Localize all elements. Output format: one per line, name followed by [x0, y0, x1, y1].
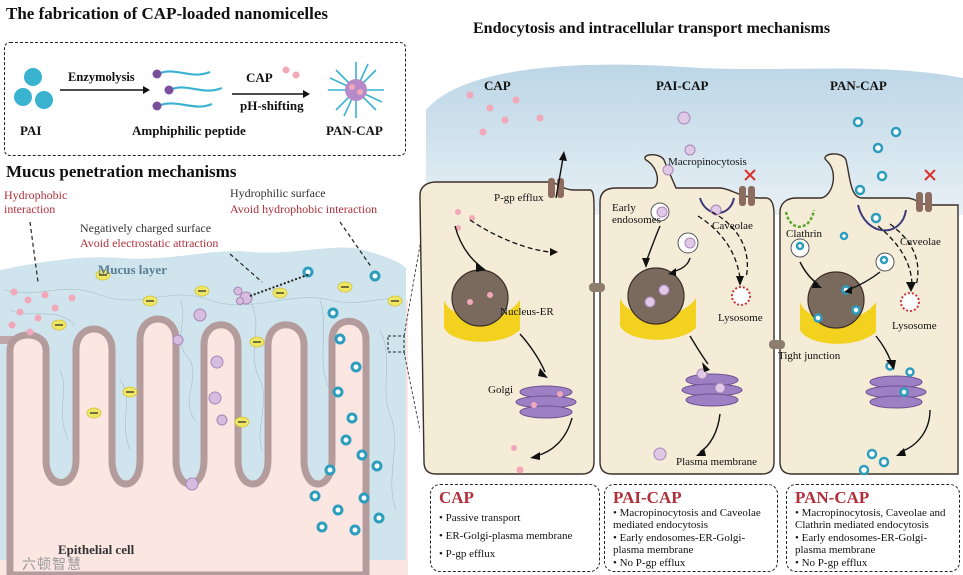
pan-cap-micelle-icon [328, 62, 384, 118]
neg-surface-label: Negatively charged surface [80, 221, 212, 235]
legend-pan-line: • Early endosomes-ER-Golgi- [795, 532, 928, 544]
avoid-electro-label: Avoid electrostatic attraction [80, 236, 219, 250]
hydrophilic-label: Hydrophilic surface [230, 186, 326, 200]
watermark-logo: 六顿智慧 [22, 557, 82, 573]
avoid-hydrophobic-label: Avoid hydrophobic interaction [230, 202, 378, 216]
pai-spheres-icon [14, 68, 53, 109]
early-endosomes-label: Early endosomes [612, 202, 661, 226]
fabrication-title: The fabrication of CAP-loaded nanomicell… [6, 4, 329, 23]
caveolae-pan-label: Caveolae [900, 236, 941, 248]
caveolae-pai-label: Caveolae [712, 220, 753, 232]
lysosome-pai-label: Lysosome [718, 312, 763, 324]
nucleus-er [444, 267, 876, 344]
legend-cap-line: • Passive transport [439, 512, 521, 524]
pai-label: PAI [20, 123, 42, 138]
pgp-pump-icons [548, 178, 932, 212]
legend-pai-line: • Early endosomes-ER-Golgi- [613, 532, 746, 544]
endo-title: Endocytosis and intracellular transport … [473, 20, 831, 37]
legend-cap-line: • P-gp efflux [439, 548, 496, 560]
golgi-label: Golgi [488, 384, 514, 396]
blocked-x-icons [744, 169, 936, 181]
legend-pan-line: plasma membrane [795, 544, 876, 556]
legend-pan-line: Clathrin mediated endocytosis [795, 519, 929, 531]
pai-cap-particles [172, 286, 253, 491]
legend-pai-line: • No P-gp efflux [613, 557, 686, 569]
plasma-membrane-label: Plasma membrane [676, 456, 757, 468]
clathrin-label: Clathrin [786, 228, 823, 240]
ph-shifting-label: pH-shifting [240, 98, 304, 113]
legend-pan-line: • No P-gp efflux [795, 557, 868, 569]
legend-cap-title: CAP [439, 488, 474, 507]
amphiphilic-label: Amphiphilic peptide [132, 123, 246, 138]
enzymolysis-label: Enzymolysis [68, 70, 135, 84]
tight-junction-label: Tight junction [778, 350, 841, 362]
legend-pai-line: • Macropinocytosis and Caveolae [613, 507, 761, 519]
pgp-label: P-gp efflux [494, 192, 544, 204]
legend-pai-line: mediated endocytosis [613, 519, 709, 531]
legend-pai-title: PAI-CAP [613, 488, 682, 507]
macro-label: Macropinocytosis [668, 156, 747, 168]
nucleus-er-label: Nucleus-ER [500, 306, 554, 318]
golgi [515, 373, 927, 419]
col-pai-label: PAI-CAP [656, 78, 709, 93]
col-pan-label: PAN-CAP [830, 78, 887, 93]
legend-pan-cap: PAN-CAP • Macropinocytosis, Caveolae and… [786, 484, 960, 572]
col-cap-label: CAP [484, 78, 511, 93]
legend-pai-cap: PAI-CAP • Macropinocytosis and Caveolae … [604, 484, 778, 572]
lysosome-pan-label: Lysosome [892, 320, 937, 332]
legend-pai-line: plasma membrane [613, 544, 694, 556]
mucus-layer-label: Mucus layer [98, 262, 167, 277]
legend-pan-line: • Macropinocytosis, Caveolae and [795, 507, 946, 519]
pan-cap-particles [302, 266, 385, 536]
legend-cap: CAP • Passive transport • ER-Golgi-plasm… [430, 484, 600, 572]
legend-cap-line: • ER-Golgi-plasma membrane [439, 530, 573, 542]
lysosome-icons [731, 286, 920, 312]
pan-cap-label: PAN-CAP [326, 123, 383, 138]
mucus-graphic [0, 221, 420, 575]
amphiphilic-peptide-icon [152, 69, 223, 111]
fabrication-panel [4, 42, 406, 156]
fabrication-graphic [14, 62, 384, 118]
cap-label: CAP [246, 70, 273, 85]
legend-pan-title: PAN-CAP [795, 488, 870, 507]
epithelial-label: Epithelial cell [58, 542, 135, 557]
mucus-title: Mucus penetration mechanisms [6, 162, 237, 181]
hydrophobic-label: Hydrophobic interaction [4, 188, 68, 216]
cap-particles [8, 288, 76, 336]
